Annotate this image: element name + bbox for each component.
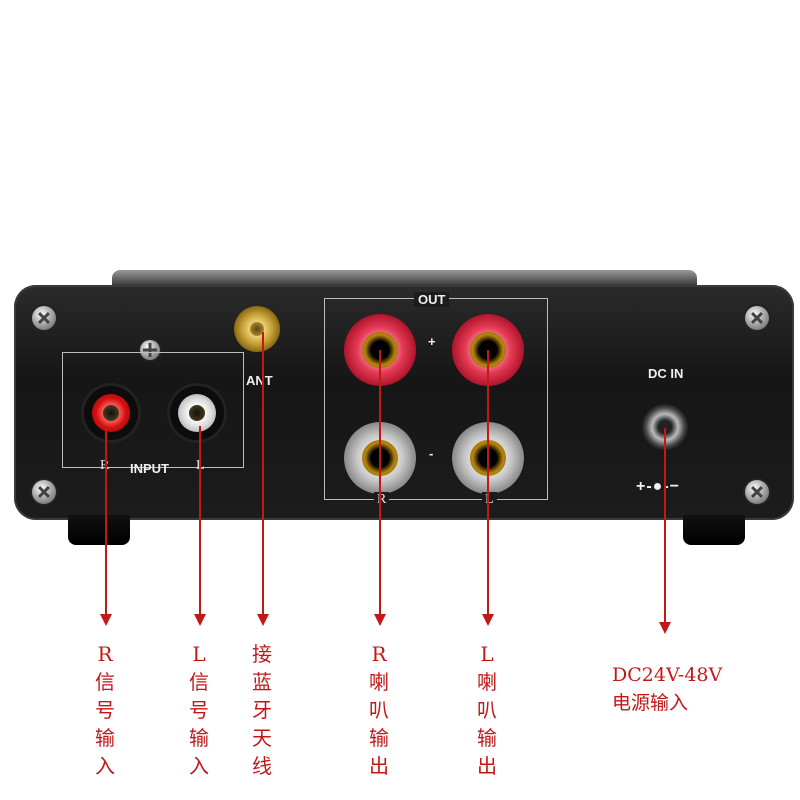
panel-screw-bottom-right	[745, 480, 769, 504]
input-frame	[62, 352, 244, 468]
callout-arrow-antenna	[257, 614, 269, 626]
out-minus-label: -	[429, 446, 434, 461]
panel-screw-bottom-left	[32, 480, 56, 504]
rca-input-right	[84, 386, 138, 440]
annotation-dc-voltage: DC24V-48V	[612, 664, 723, 686]
callout-line-l-output	[487, 350, 489, 616]
panel-screw-top-right	[745, 306, 769, 330]
out-plus-label: +	[428, 334, 436, 349]
callout-line-r-input	[105, 426, 107, 616]
dc-in-label: DC IN	[648, 366, 684, 381]
input-r-label: R	[100, 458, 109, 474]
callout-line-l-input	[199, 426, 201, 616]
callout-line-dc	[664, 428, 666, 624]
callout-line-antenna	[262, 332, 264, 616]
callout-arrow-l-output	[482, 614, 494, 626]
callout-arrow-dc	[659, 622, 671, 634]
ground-screw	[140, 340, 160, 360]
ant-label: ANT	[246, 373, 273, 388]
annotation-bluetooth-antenna: 接蓝牙天线	[252, 642, 272, 778]
amplifier-top-plate	[112, 270, 697, 288]
callout-line-r-output	[379, 350, 381, 616]
callout-arrow-r-output	[374, 614, 386, 626]
callout-arrow-r-input	[100, 614, 112, 626]
panel-screw-top-left	[32, 306, 56, 330]
annotation-dc-power-input: 电源输入	[612, 692, 689, 714]
input-label: INPUT	[130, 461, 169, 476]
amplifier-foot-left	[68, 515, 130, 545]
callout-arrow-l-input	[194, 614, 206, 626]
bluetooth-antenna-connector	[234, 306, 280, 352]
out-l-label: L	[482, 492, 497, 508]
out-r-label: R	[374, 492, 390, 508]
rca-input-left	[170, 386, 224, 440]
out-label: OUT	[414, 292, 450, 307]
amplifier-foot-right	[683, 515, 745, 545]
polarity-symbol: +-●-−	[636, 478, 681, 495]
